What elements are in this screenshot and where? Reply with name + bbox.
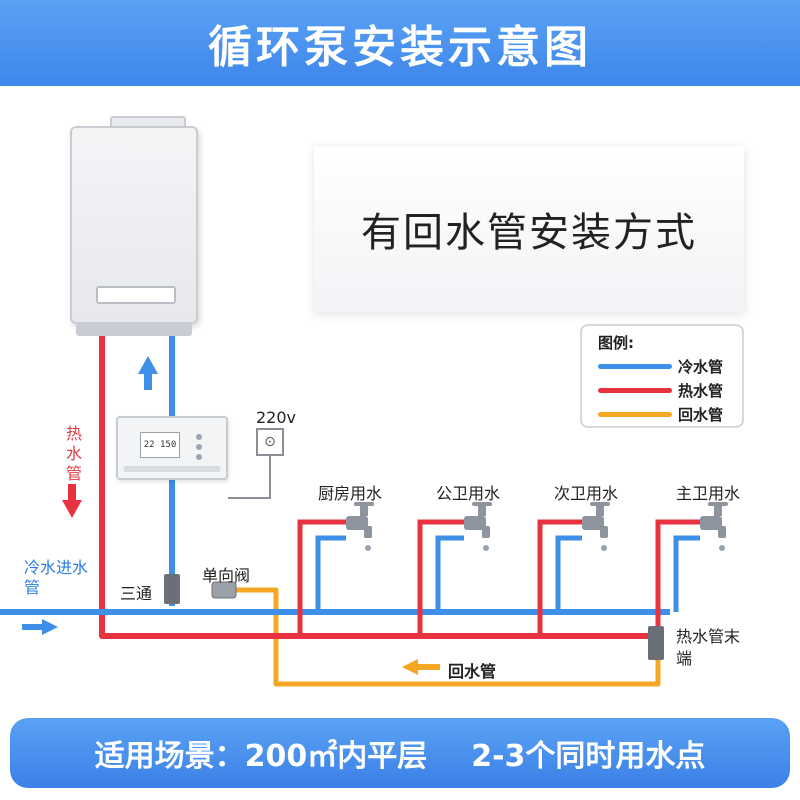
hot-pipe-main [99, 336, 658, 639]
header-banner: 循环泵安装示意图 [0, 0, 800, 86]
fixture-label-master-bath: 主卫用水 [676, 484, 741, 503]
controller-display: 22 150 [140, 432, 180, 458]
fixture-label-public-bath: 公卫用水 [436, 484, 501, 503]
check-valve [211, 581, 237, 599]
footer-banner: 适用场景：200㎡内平层 2-3个同时用水点 [10, 718, 790, 788]
legend-label-hot: 热水管 [678, 382, 724, 400]
installation-diagram: 有回水管安装方式 图例: 冷水管 热水管 回水管 22 150 ⊙ 220v 热… [0, 86, 800, 718]
down-arrow-icon [62, 484, 82, 518]
cold-inlet-label: 冷水进水管 [24, 558, 89, 597]
heater-panel [96, 286, 176, 304]
up-arrow-icon [138, 356, 158, 390]
left-arrow-icon [402, 659, 440, 675]
legend-item-hot: 热水管 [598, 380, 738, 400]
controller-button [196, 444, 202, 450]
page-title: 循环泵安装示意图 [208, 22, 592, 73]
legend-swatch-hot [598, 388, 672, 393]
legend-item-return: 回水管 [598, 404, 738, 424]
footer-points: 2-3个同时用水点 [471, 739, 706, 774]
hot-end-label: 热水管末端 [676, 627, 741, 668]
fixture-label-second-bath: 次卫用水 [554, 484, 619, 503]
footer-scene: 适用场景：200㎡内平层 [94, 739, 428, 774]
legend-label-cold: 冷水管 [678, 358, 724, 376]
power-label: 220v [256, 408, 297, 427]
water-heater [70, 126, 198, 324]
tee-label: 三通 [120, 584, 153, 603]
faucet-icons [346, 502, 728, 551]
controller-button [196, 454, 202, 460]
controller-button [196, 434, 202, 440]
power-wire [228, 456, 271, 499]
install-mode-card: 有回水管安装方式 [314, 146, 744, 312]
legend: 图例: 冷水管 热水管 回水管 [580, 324, 744, 428]
fixture-branches [297, 519, 700, 636]
return-pipe-line [222, 587, 661, 687]
legend-swatch-cold [598, 364, 672, 369]
legend-label-return: 回水管 [678, 406, 724, 424]
legend-item-cold: 冷水管 [598, 356, 738, 376]
heater-base [76, 324, 192, 336]
return-pipe-label: 回水管 [448, 662, 497, 681]
legend-title: 图例: [598, 334, 634, 352]
controller-strip [124, 466, 220, 472]
circulation-pump-controller: 22 150 [116, 416, 228, 480]
install-mode-text: 有回水管安装方式 [361, 210, 697, 256]
right-arrow-icon [22, 619, 58, 635]
legend-swatch-return [598, 412, 672, 417]
check-valve-label: 单向阀 [202, 566, 251, 585]
fixture-label-kitchen: 厨房用水 [318, 484, 383, 503]
hot-end-fitting [648, 626, 664, 660]
pipe-network [0, 336, 728, 687]
power-socket-icon: ⊙ [256, 428, 284, 456]
hot-pipe-label: 热水管 [66, 424, 83, 483]
tee-fitting [164, 574, 180, 604]
